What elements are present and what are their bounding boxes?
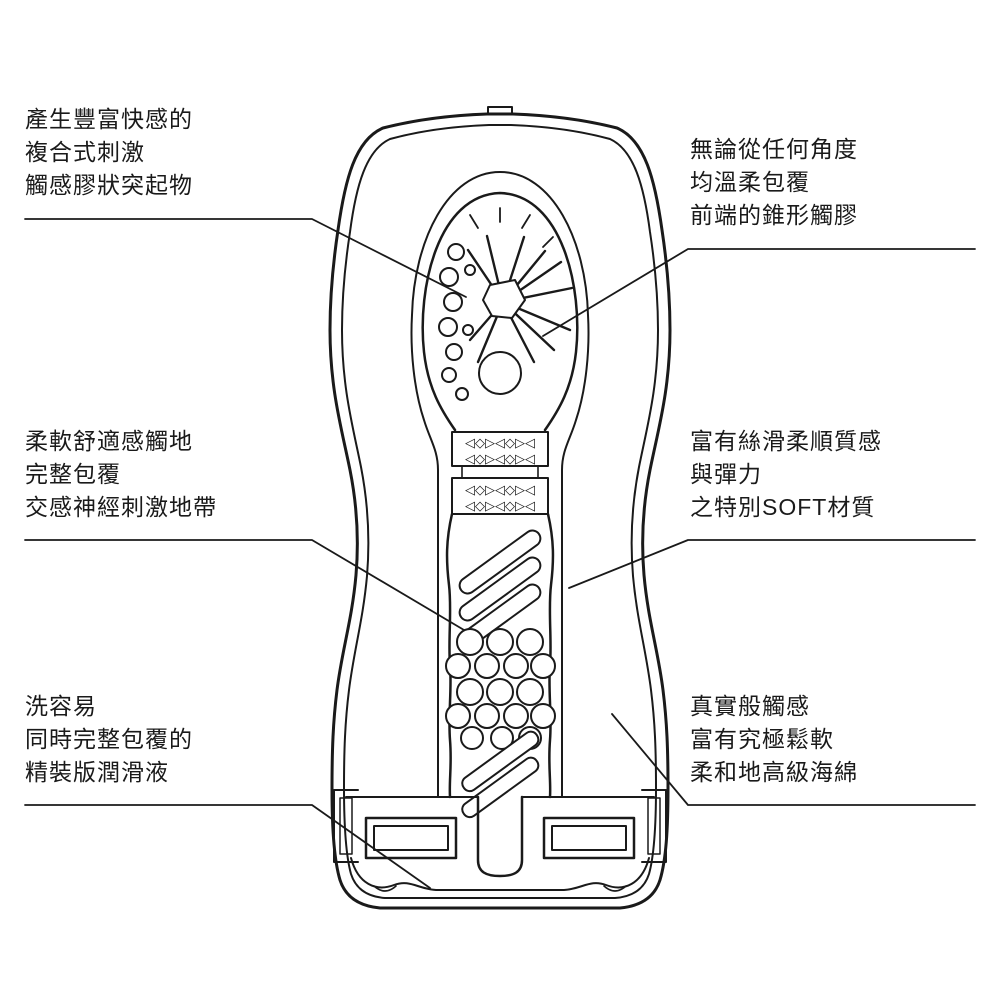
base-left-clip — [333, 789, 359, 863]
leader-line-mid-left — [24, 539, 465, 631]
base-structure — [333, 789, 667, 892]
leader-line-bottom-left — [24, 804, 431, 889]
cup-outer-outline — [328, 106, 672, 910]
inner-cavity-outline — [410, 171, 590, 798]
label-line: 交感神經刺激地帶 — [25, 494, 217, 520]
leader-line-top-right — [542, 248, 976, 337]
label-line: 無論從任何角度 — [690, 136, 858, 162]
label-line: 同時完整包覆的 — [25, 726, 193, 752]
head-starburst-texture — [466, 207, 574, 395]
label-bottom-right: 真實般觸感 富有究極鬆軟 柔和地高級海綿 — [690, 690, 990, 789]
label-line: 柔和地高級海綿 — [690, 759, 858, 785]
label-bottom-left: 洗容易 同時完整包覆的 精裝版潤滑液 — [25, 690, 325, 789]
label-line: 產生豐富快感的 — [25, 106, 193, 132]
rib-band-pattern: ◁◇▷◁◇▷◁ ◁◇▷◁◇▷◁ ◁◇▷◁◇▷◁ ◁◇▷◁◇▷◁ — [465, 436, 535, 514]
label-line: 前端的錐形觸膠 — [690, 202, 858, 228]
svg-text:◁◇▷◁◇▷◁: ◁◇▷◁◇▷◁ — [465, 499, 535, 514]
top-notch — [487, 106, 513, 115]
label-line: 精裝版潤滑液 — [25, 759, 169, 785]
label-top-left: 產生豐富快感的 複合式刺激 觸感膠狀突起物 — [25, 103, 325, 202]
svg-text:◁◇▷◁◇▷◁: ◁◇▷◁◇▷◁ — [465, 452, 535, 467]
head-dot-column — [438, 243, 476, 401]
base-bottom-contour — [350, 857, 650, 891]
leader-line-top-left — [24, 218, 467, 298]
leader-line-mid-right — [568, 539, 976, 589]
base-center-channel — [476, 795, 524, 878]
label-line: 富有絲滑柔順質感 — [690, 428, 882, 454]
rib-bands — [451, 431, 549, 515]
label-mid-right: 富有絲滑柔順質感 與彈力 之特別SOFT材質 — [690, 425, 990, 524]
svg-text:◁◇▷◁◇▷◁: ◁◇▷◁◇▷◁ — [465, 436, 535, 451]
base-right-block — [542, 816, 636, 860]
label-line: 觸感膠狀突起物 — [25, 172, 193, 198]
label-line: 柔軟舒適感觸地 — [25, 428, 193, 454]
head-center-polygon — [482, 279, 526, 319]
leader-lines — [24, 218, 976, 889]
spiral-texture-upper — [458, 529, 542, 649]
label-top-right: 無論從任何角度 均溫柔包覆 前端的錐形觸膠 — [690, 133, 990, 232]
head-bulb-outline — [421, 191, 579, 432]
svg-text:◁◇▷◁◇▷◁: ◁◇▷◁◇▷◁ — [465, 483, 535, 498]
head-lower-orb — [478, 351, 522, 395]
base-left-block — [364, 816, 458, 860]
bead-cluster-texture — [445, 628, 556, 750]
base-right-clip — [641, 789, 667, 863]
label-line: 真實般觸感 — [690, 693, 810, 719]
label-line: 之特別SOFT材質 — [690, 494, 876, 520]
label-mid-left: 柔軟舒適感觸地 完整包覆 交感神經刺激地帶 — [25, 425, 325, 524]
label-line: 與彈力 — [690, 461, 762, 487]
leader-line-bottom-right — [611, 713, 976, 806]
label-line: 複合式刺激 — [25, 139, 145, 165]
label-line: 完整包覆 — [25, 461, 121, 487]
label-line: 富有究極鬆軟 — [690, 726, 834, 752]
spiral-texture-lower — [461, 730, 540, 819]
label-line: 均溫柔包覆 — [690, 169, 810, 195]
label-line: 洗容易 — [25, 693, 97, 719]
